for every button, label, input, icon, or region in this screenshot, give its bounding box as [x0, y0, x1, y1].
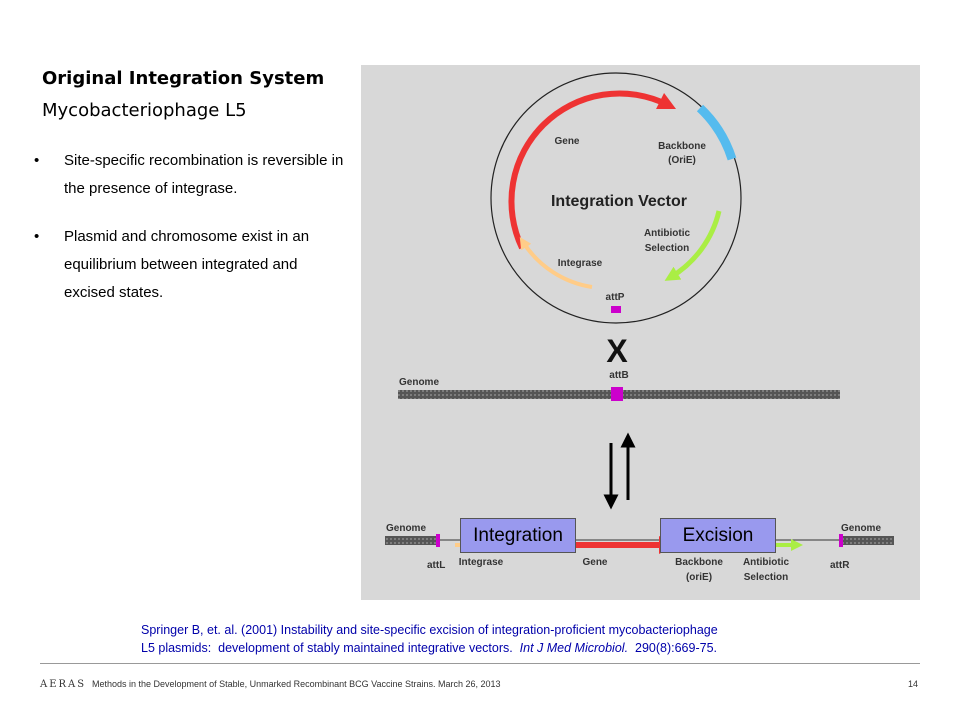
integration-button[interactable]: Integration: [460, 518, 576, 553]
backbone-arc: [696, 104, 737, 161]
attb-site: [611, 387, 623, 401]
vector-antibiotic-label: Antibiotic: [644, 228, 691, 239]
bottom-backbone-label: Backbone: [675, 557, 723, 568]
citation-line-1: Springer B, et. al. (2001) Instability a…: [141, 623, 718, 637]
gene-arc: [508, 90, 677, 250]
bottom-gene-label: Gene: [582, 557, 607, 568]
antibiotic-arc: [664, 210, 722, 281]
attr-label: attR: [830, 560, 850, 571]
attp-label: attP: [606, 292, 625, 303]
vector-antibiotic-sub-label: Selection: [645, 243, 689, 254]
integration-diagram: Gene Backbone (OriE) Integration Vector …: [385, 72, 894, 583]
bullet-icon: •: [34, 228, 40, 245]
genome-top-label: Genome: [399, 377, 439, 388]
attb-label: attB: [609, 370, 628, 381]
genome-bottom-right-bar: [841, 536, 894, 545]
bullet-list: • Site-specific recombination is reversib…: [34, 147, 344, 327]
citation-text: L5 plasmids: development of stably maint…: [141, 641, 520, 655]
bullet-icon: •: [34, 152, 40, 169]
diagram-panel: Gene Backbone (OriE) Integration Vector …: [361, 65, 920, 600]
bottom-antibiotic-sub-label: Selection: [744, 572, 788, 583]
aeras-logo: AERAS: [40, 679, 87, 690]
page-number: 14: [908, 679, 919, 689]
vector-title: Integration Vector: [551, 193, 687, 210]
attr-site: [839, 534, 843, 547]
plasmid-circle: [490, 72, 742, 324]
attl-site: [436, 534, 440, 547]
genome-bottom-left-label: Genome: [386, 523, 426, 534]
attl-label: attL: [427, 560, 445, 571]
vector-integrase-label: Integrase: [558, 258, 603, 269]
citation-journal: Int J Med Microbiol.: [519, 641, 629, 655]
citation-volume: 290(8):669-75.: [628, 641, 717, 655]
citation-line-2: L5 plasmids: development of stably maint…: [141, 639, 841, 657]
integrase-arc: [519, 236, 593, 289]
footer-text: Methods in the Development of Stable, Un…: [92, 679, 501, 689]
slide-subtitle: Mycobacteriophage L5: [42, 100, 247, 121]
citation: Springer B, et. al. (2001) Instability a…: [141, 621, 841, 657]
footer-divider: [40, 663, 920, 664]
genome-bottom-right-label: Genome: [841, 523, 881, 534]
genome-bottom-left-bar: [385, 536, 438, 545]
bottom-backbone-sub-label: (oriE): [686, 572, 712, 583]
crossover-mark: X: [606, 333, 628, 369]
bullet-text: Plasmid and chromosome exist in an equil…: [64, 228, 310, 301]
bullet-item: • Site-specific recombination is reversib…: [34, 147, 344, 203]
vector-backbone-label: Backbone: [658, 141, 706, 152]
excision-button[interactable]: Excision: [660, 518, 776, 553]
bottom-integrase-label: Integrase: [459, 557, 504, 568]
slide-title: Original Integration System: [42, 68, 325, 89]
attp-site: [611, 306, 621, 313]
bullet-item: • Plasmid and chromosome exist in an equi…: [34, 223, 344, 307]
bottom-antibiotic-label: Antibiotic: [743, 557, 790, 568]
bullet-text: Site-specific recombination is reversibl…: [64, 152, 344, 197]
vector-backbone-sub-label: (OriE): [668, 155, 696, 166]
vector-gene-label: Gene: [554, 136, 579, 147]
